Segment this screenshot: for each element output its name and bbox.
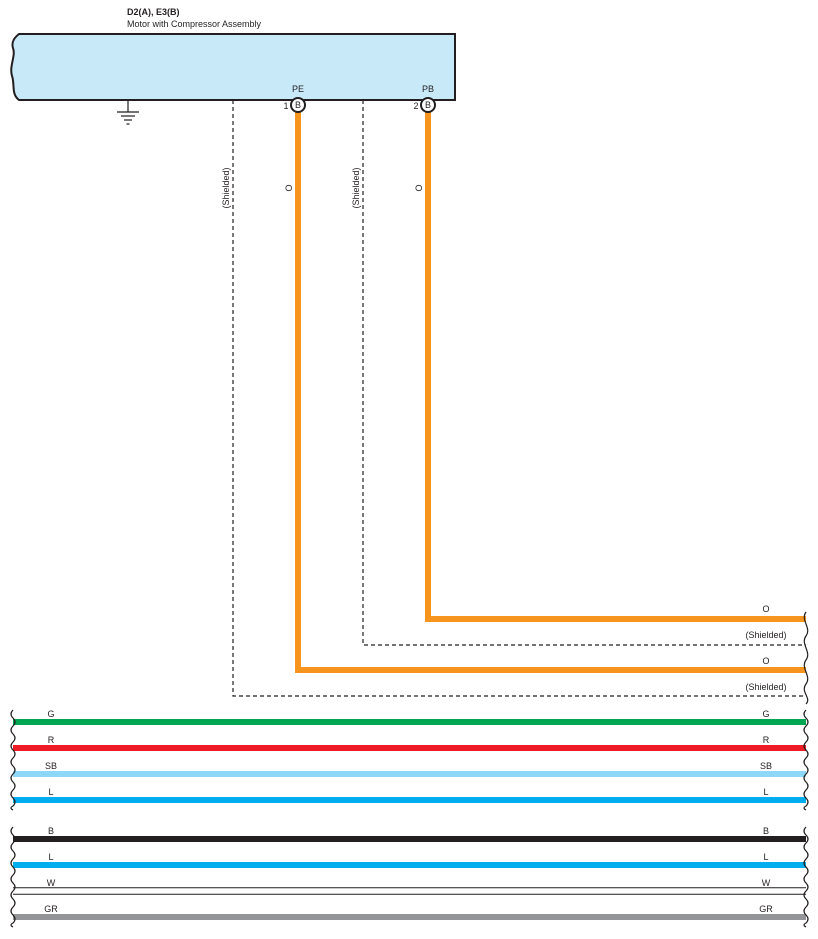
bus-upper-group: G G R R SB SB L L (10, 709, 809, 811)
bus-upper-left-break (10, 709, 16, 811)
pb-wire-color-label: O (414, 184, 424, 191)
bus-lower-right-break (803, 826, 809, 928)
pin-pe-number: 1 (283, 101, 288, 111)
bus-lower-right-label: W (762, 878, 771, 888)
bus-upper-left-label: R (48, 735, 55, 745)
bus-lower-right-label: B (763, 826, 769, 836)
bus-lower-left-break (10, 826, 16, 928)
pin-pe-terminal-label: PE (292, 84, 304, 94)
pb-shield-vertical-label: (Shielded) (351, 167, 361, 208)
pin-pe-circle (290, 97, 306, 113)
bus-upper-right-label: R (763, 735, 770, 745)
bus-lower-left-label: B (48, 826, 54, 836)
pin-pe-connector-letter: B (295, 100, 301, 110)
pe-shield-vertical-label: (Shielded) (221, 167, 231, 208)
bus-upper-right-label: G (762, 709, 769, 719)
pin-pb-connector-letter: B (425, 100, 431, 110)
pe-wire (295, 112, 806, 673)
pb-wire (425, 112, 806, 622)
bus-upper-right-break (803, 709, 809, 811)
bus-upper-right-label: L (763, 787, 768, 797)
component-name-label: Motor with Compressor Assembly (127, 19, 262, 29)
pe-wire-color-label: O (284, 184, 294, 191)
pin-pb-circle (420, 97, 436, 113)
bus-lower-left-label: L (48, 852, 53, 862)
pe-wire-right-label: O (762, 656, 769, 666)
pb-wire-right-label: O (762, 604, 769, 614)
bus-lower-right-label: GR (759, 904, 773, 914)
bus-lower-left-label: W (47, 878, 56, 888)
bus-upper-left-label: L (48, 787, 53, 797)
bus-upper-right-label: SB (760, 761, 772, 771)
component-connectors-label: D2(A), E3(B) (127, 7, 180, 17)
bus-lower-left-label: GR (44, 904, 58, 914)
pe-shield-right-label: (Shielded) (745, 682, 786, 692)
right-break-upper (803, 611, 809, 705)
bus-lower-right-label: L (763, 852, 768, 862)
bus-upper-left-label: G (47, 709, 54, 719)
ground-symbol-icon (117, 100, 139, 125)
bus-upper-left-label: SB (45, 761, 57, 771)
component-box (10, 33, 456, 101)
pe-shield-line (232, 100, 806, 697)
pb-shield-line (362, 100, 806, 646)
bus-lower-group: B B L L W W GR GR (10, 826, 809, 928)
pb-shield-right-label: (Shielded) (745, 630, 786, 640)
pin-pb-terminal-label: PB (422, 84, 434, 94)
pin-pb-number: 2 (413, 101, 418, 111)
